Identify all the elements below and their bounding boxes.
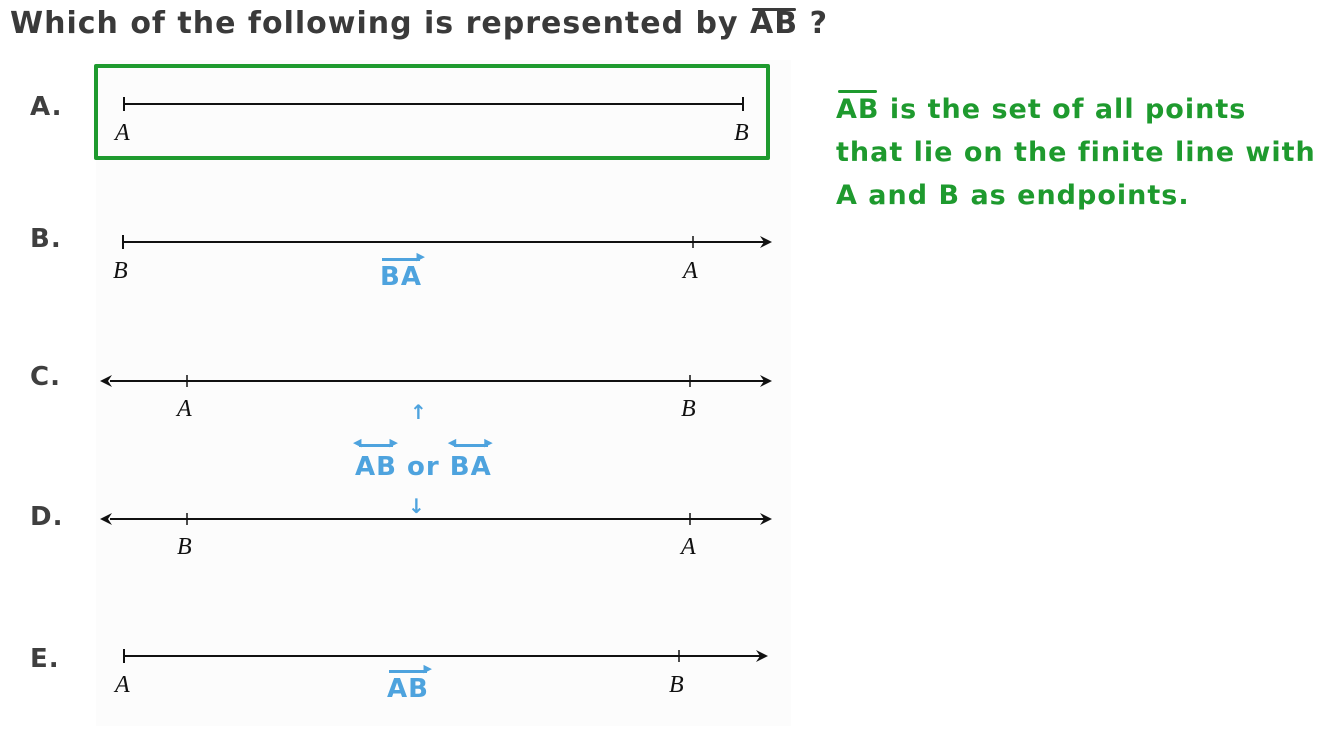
point-label: B [734, 120, 749, 146]
explanation-text: is the set of all points that lie on the… [836, 94, 1316, 211]
point-label: B [681, 396, 696, 422]
line-symbol-ba: ◀BA▶ [447, 436, 494, 482]
point-label: B [113, 258, 128, 284]
option-a-label[interactable]: A. [30, 92, 63, 122]
option-c-label[interactable]: C. [30, 362, 61, 392]
or-text: or [407, 452, 440, 482]
line-notation: ◀AB▶ or ◀BA▶ [353, 436, 494, 482]
explanation-note: AB is the set of all points that lie on … [836, 88, 1316, 217]
option-e-label[interactable]: E. [30, 644, 60, 674]
question-text: Which of the following is represented by… [10, 6, 828, 41]
segment-figure [123, 97, 744, 111]
point-label: B [177, 534, 192, 560]
option-b-label[interactable]: B. [30, 224, 62, 254]
point-label: A [177, 396, 192, 422]
line-symbol-ab: ◀AB▶ [353, 436, 399, 482]
point-label: A [681, 534, 696, 560]
options-panel [96, 60, 791, 726]
arrow-down-icon: ↓ [408, 494, 425, 518]
segment-symbol: AB [750, 6, 799, 41]
line-c-figure [100, 375, 772, 387]
point-label: B [669, 672, 684, 698]
point-label: A [115, 120, 130, 146]
segment-symbol: AB [836, 88, 879, 131]
ray-ab-figure [123, 649, 768, 663]
point-label: A [683, 258, 698, 284]
ray-notation-ba: BA [380, 250, 426, 292]
ray-notation-ab: AB [387, 662, 433, 704]
correct-answer-highlight [94, 64, 770, 160]
option-d-label[interactable]: D. [30, 502, 64, 532]
arrow-up-icon: ↑ [410, 400, 427, 424]
line-d-figure [100, 513, 772, 525]
question-prefix: Which of the following is represented by [10, 6, 739, 41]
question-suffix: ? [809, 6, 828, 41]
point-label: A [115, 672, 130, 698]
ray-ba-figure [122, 235, 772, 249]
